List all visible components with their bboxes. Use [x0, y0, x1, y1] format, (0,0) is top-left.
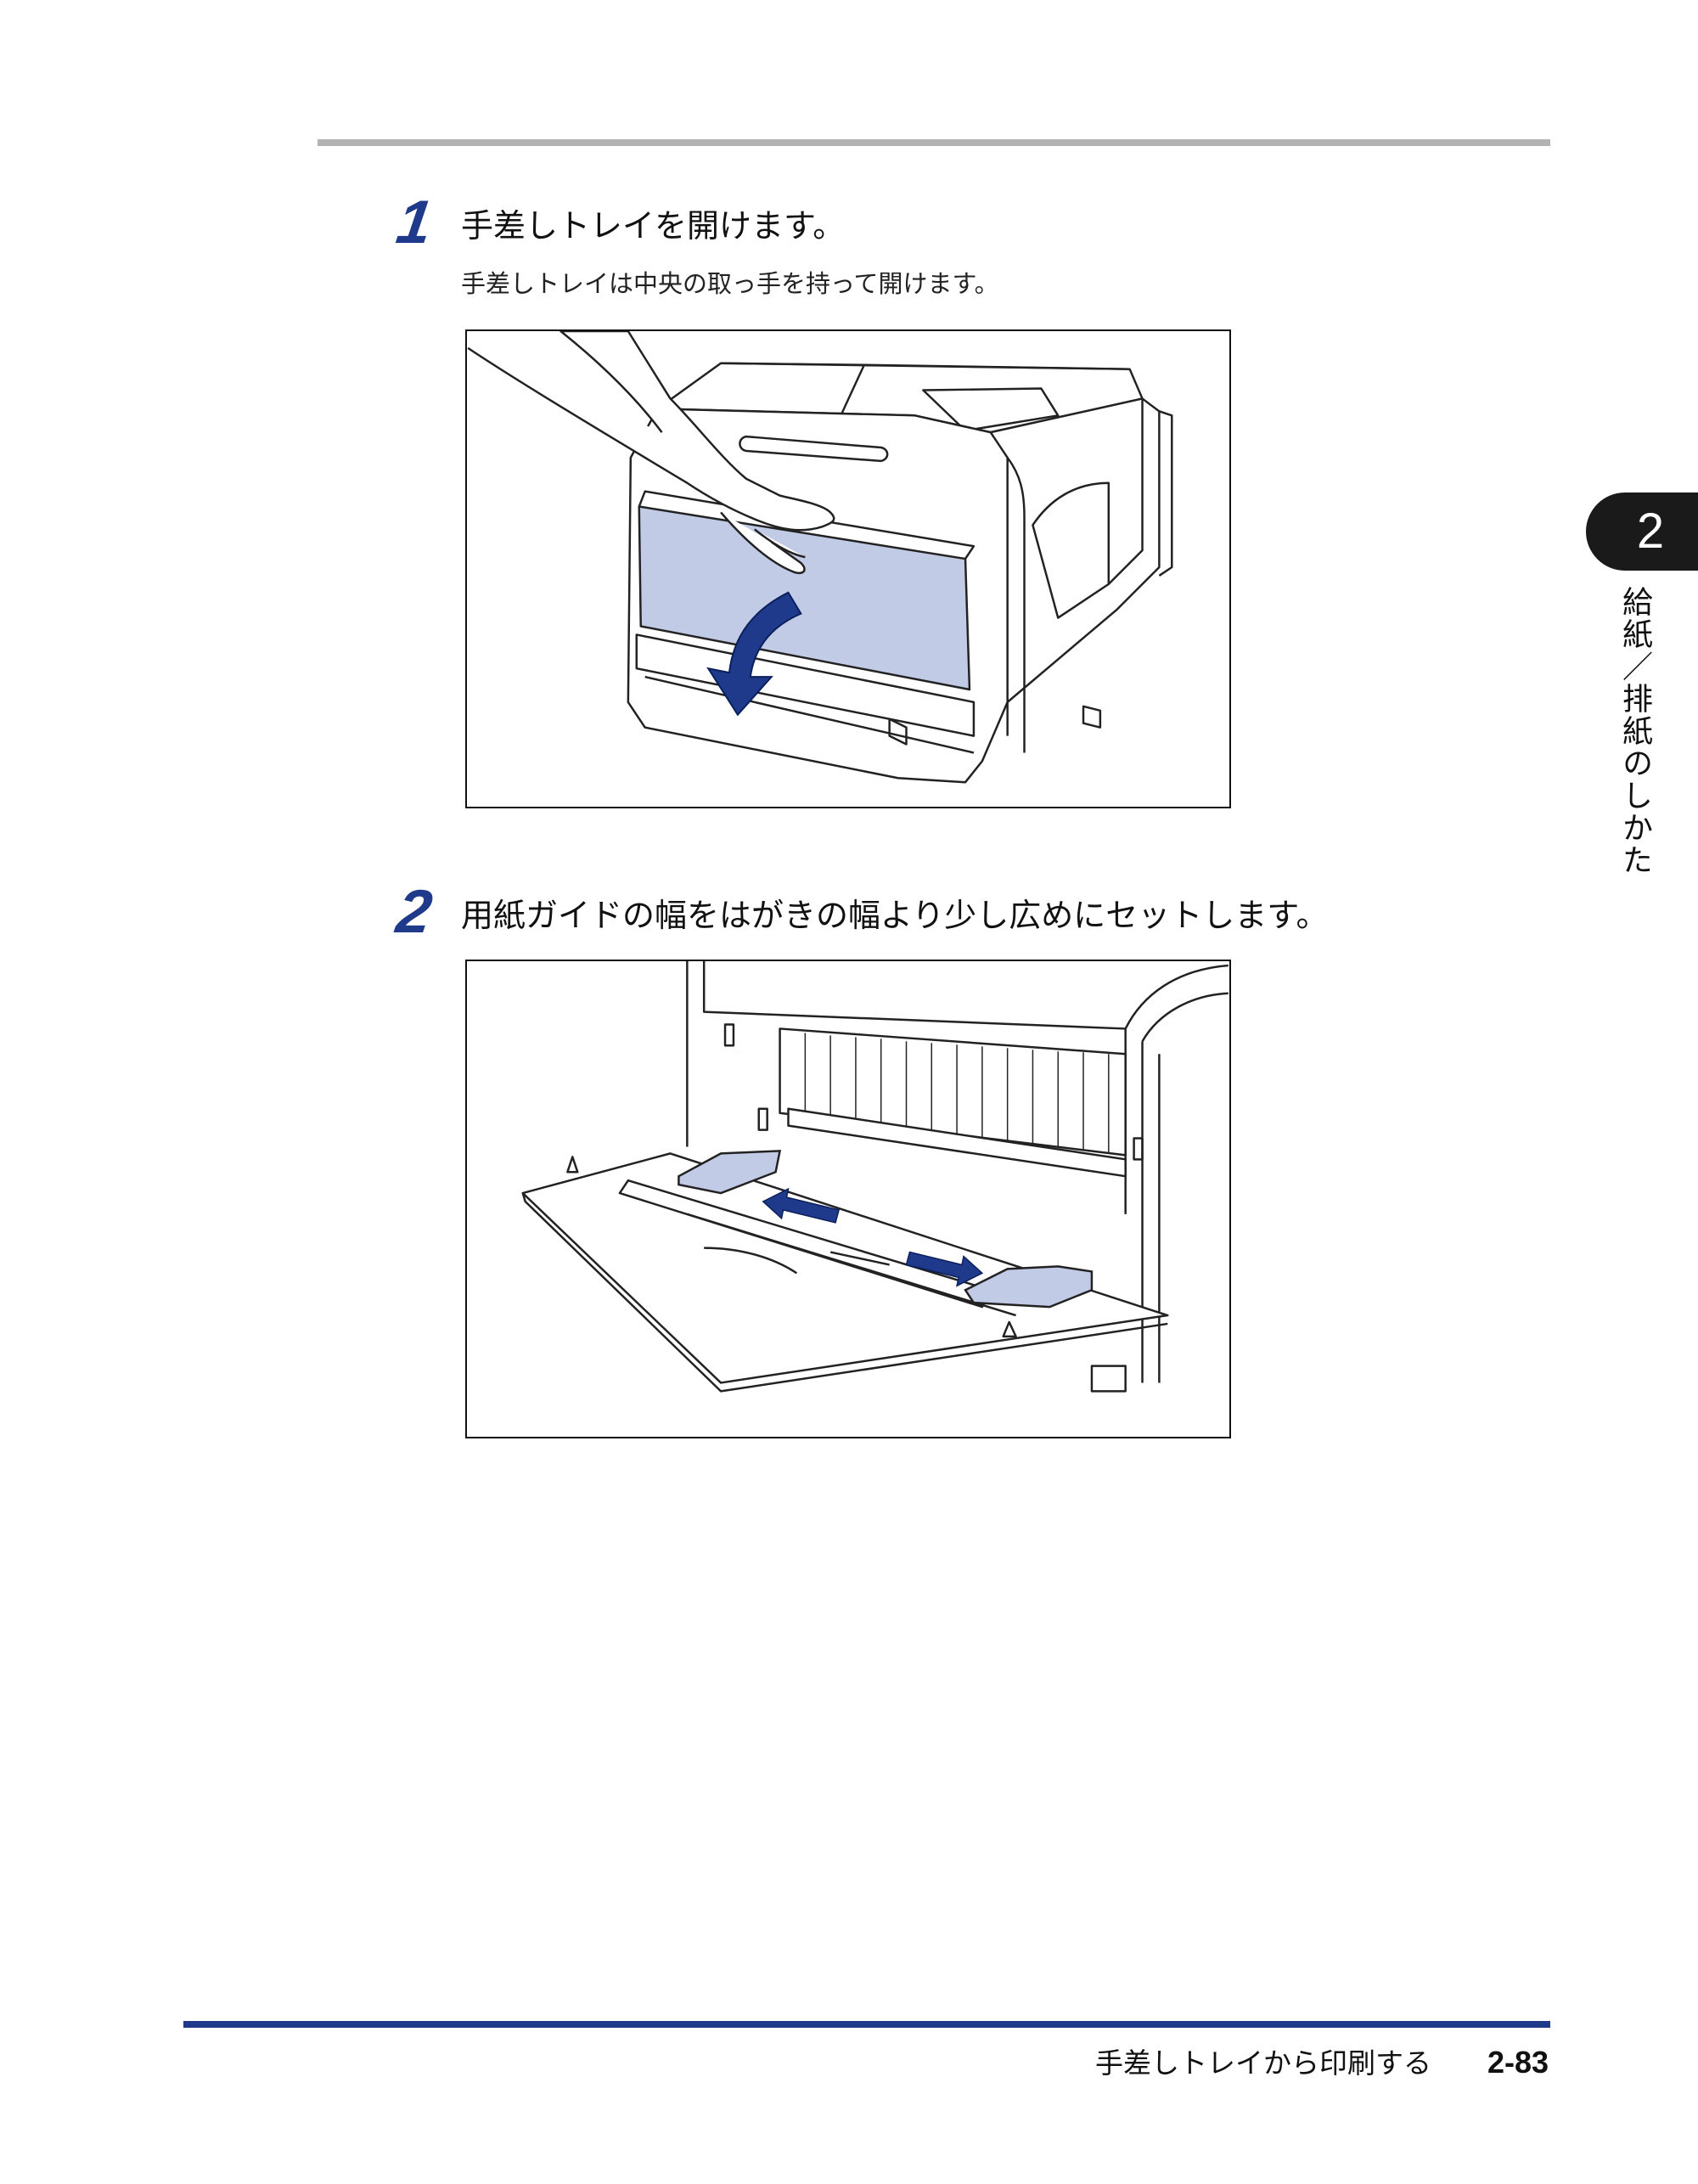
right-paper-guide — [964, 1265, 1094, 1309]
left-arrow-icon — [762, 1187, 840, 1224]
chapter-title: 給紙／排紙のしかた — [1617, 586, 1652, 876]
step-1-number: 1 — [392, 189, 436, 256]
left-paper-guide — [678, 1150, 782, 1195]
printer-front-illustration — [467, 331, 1173, 784]
figure-set-paper-guides — [465, 960, 1231, 1438]
top-divider — [318, 139, 1550, 146]
footer-divider — [183, 2021, 1550, 2028]
right-arrow-icon — [905, 1251, 984, 1287]
figure-open-manual-tray — [465, 329, 1231, 808]
manual-tray-guides-illustration — [521, 961, 1229, 1393]
chapter-tab[interactable]: 2 — [1586, 493, 1698, 571]
step-2-title: 用紙ガイドの幅をはがきの幅より少し広めにセットします。 — [461, 897, 1329, 934]
step-1-description: 手差しトレイは中央の取っ手を持って開けます。 — [461, 269, 999, 298]
step-1-title: 手差しトレイを開けます。 — [461, 207, 846, 245]
step-2-number: 2 — [392, 878, 436, 946]
footer-section-title: 手差しトレイから印刷する — [1095, 2046, 1431, 2080]
page-number: 2-83 — [1487, 2045, 1549, 2080]
open-direction-arrow-icon — [706, 591, 802, 717]
